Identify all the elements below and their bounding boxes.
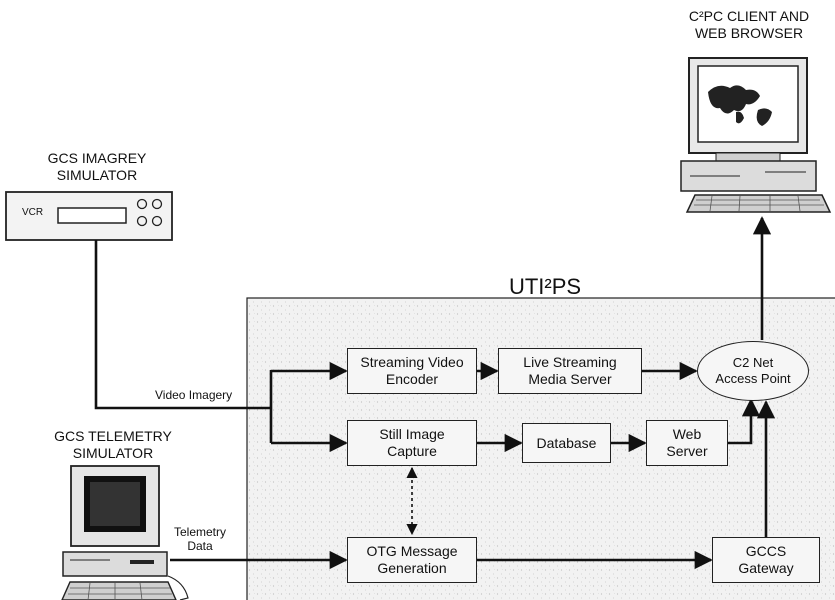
imagery-sim-label-line1: GCS IMAGREY [47,150,147,166]
edge-vcr-to-split [94,240,271,410]
gccs-gateway-node: GCCS Gateway [712,537,820,583]
c2-net-access-point-node: C2 Net Access Point [697,341,809,401]
otg-message-generation-node: OTG Message Generation [347,537,477,583]
telemetry-sim-label: GCS TELEMETRY SIMULATOR [38,428,188,462]
computer-terminal-icon [61,465,189,600]
client-label-line2: WEB BROWSER [694,24,804,41]
telemetry-sim-label-line2: SIMULATOR [72,444,154,461]
database-node: Database [522,423,611,463]
vcr-icon [5,191,173,241]
imagery-sim-label: GCS IMAGREY SIMULATOR [32,150,162,184]
telemetry-data-label-line1: Telemetry [173,525,226,539]
desktop-computer-icon [680,57,832,213]
live-streaming-media-server-node: Live Streaming Media Server [498,348,642,394]
client-label-line1: C²PC CLIENT AND [688,8,810,24]
client-label: C²PC CLIENT AND WEB BROWSER [684,8,814,42]
vcr-screen-text: VCR [22,207,44,218]
streaming-video-encoder-node: Streaming Video Encoder [347,348,477,394]
still-image-capture-node: Still Image Capture [347,420,477,466]
telemetry-data-label-line2: Data [187,539,213,554]
region-title: UTI²PS [508,274,582,299]
imagery-sim-label-line2: SIMULATOR [56,166,138,183]
edge-web-to-access [728,398,761,445]
video-imagery-label: Video Imagery [155,388,233,402]
telemetry-data-label: Telemetry Data [170,525,230,554]
telemetry-sim-label-line1: GCS TELEMETRY [54,428,172,444]
web-server-node: Web Server [646,420,728,466]
